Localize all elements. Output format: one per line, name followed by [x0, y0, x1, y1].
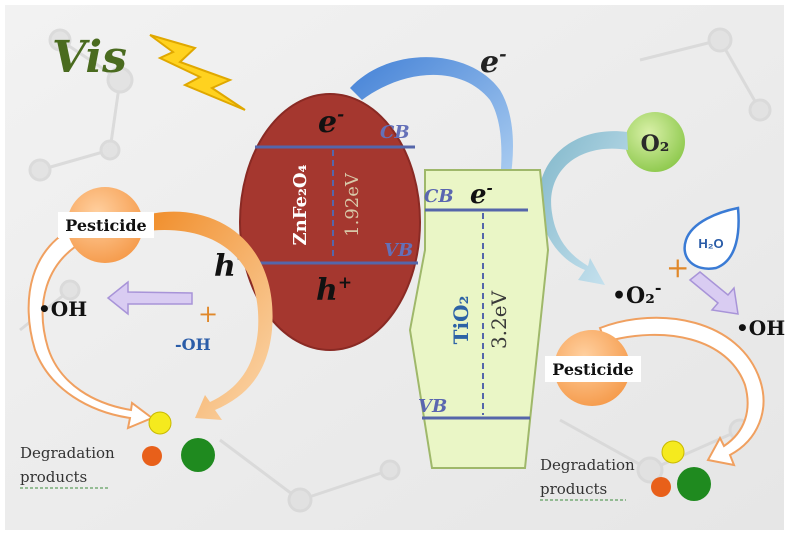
right-pesticide-box: [545, 356, 641, 382]
left-pesticide-box: [58, 212, 154, 238]
znfe2o4-name: ZnFe₂O₄: [290, 164, 311, 245]
right-oh-arrow: [688, 271, 739, 315]
znfe2o4-bandgap: 1.92eV: [342, 172, 363, 237]
oxygen-reduction-arrow: [538, 131, 628, 285]
oxygen-label: O₂: [641, 131, 670, 157]
left-oh-radical: •OH: [38, 297, 87, 321]
left-pesticide-label: Pesticide: [65, 216, 146, 235]
left-degradation-line1: Degradation: [20, 444, 115, 462]
oxygen-molecule: [625, 112, 685, 172]
znfe2o4-vb-label: VB: [384, 240, 413, 261]
right-product-orange: [651, 477, 671, 497]
left-white-arrow: [27, 223, 154, 430]
right-oh-radical: •OH: [736, 316, 785, 340]
left-degradation-line2: products: [20, 468, 87, 486]
right-orange-arrow: [598, 316, 765, 467]
znfe2o4-hole-label: h+: [316, 273, 352, 308]
left-hydroxide: -OH: [175, 335, 211, 354]
right-product-green: [677, 467, 711, 501]
tio2-electron-label: e-: [470, 179, 493, 210]
right-product-yellow: [661, 440, 685, 464]
right-degradation-line1: Degradation: [540, 456, 635, 474]
znfe2o4-electron-label: e-: [318, 105, 344, 140]
tio2-vb-label: VB: [418, 396, 447, 417]
electron-top-label: e-: [480, 44, 507, 80]
left-product-green: [181, 438, 215, 472]
left-plus: +: [198, 300, 218, 328]
water-drop-icon: [683, 206, 740, 270]
left-product-orange: [142, 446, 162, 466]
right-pesticide-label: Pesticide: [552, 360, 633, 379]
tio2-name: TiO₂: [449, 296, 473, 345]
right-degradation-line2: products: [540, 480, 607, 498]
znfe2o4-particle: [239, 93, 421, 351]
tio2-cb-label: CB: [424, 186, 454, 207]
right-plus: +: [666, 251, 689, 284]
molecule-background: [19, 27, 772, 513]
left-product-yellow: [148, 411, 172, 435]
visible-light-label: Vis: [52, 32, 127, 83]
left-oh-arrow: [106, 280, 193, 316]
tio2-particle: [408, 169, 550, 469]
tio2-bandgap: 3.2eV: [487, 290, 511, 349]
water-label: H₂O: [698, 236, 723, 251]
lightning-bolt-icon: [149, 34, 246, 111]
superoxide-radical: •O₂-: [612, 278, 662, 309]
znfe2o4-cb-label: CB: [380, 122, 410, 143]
